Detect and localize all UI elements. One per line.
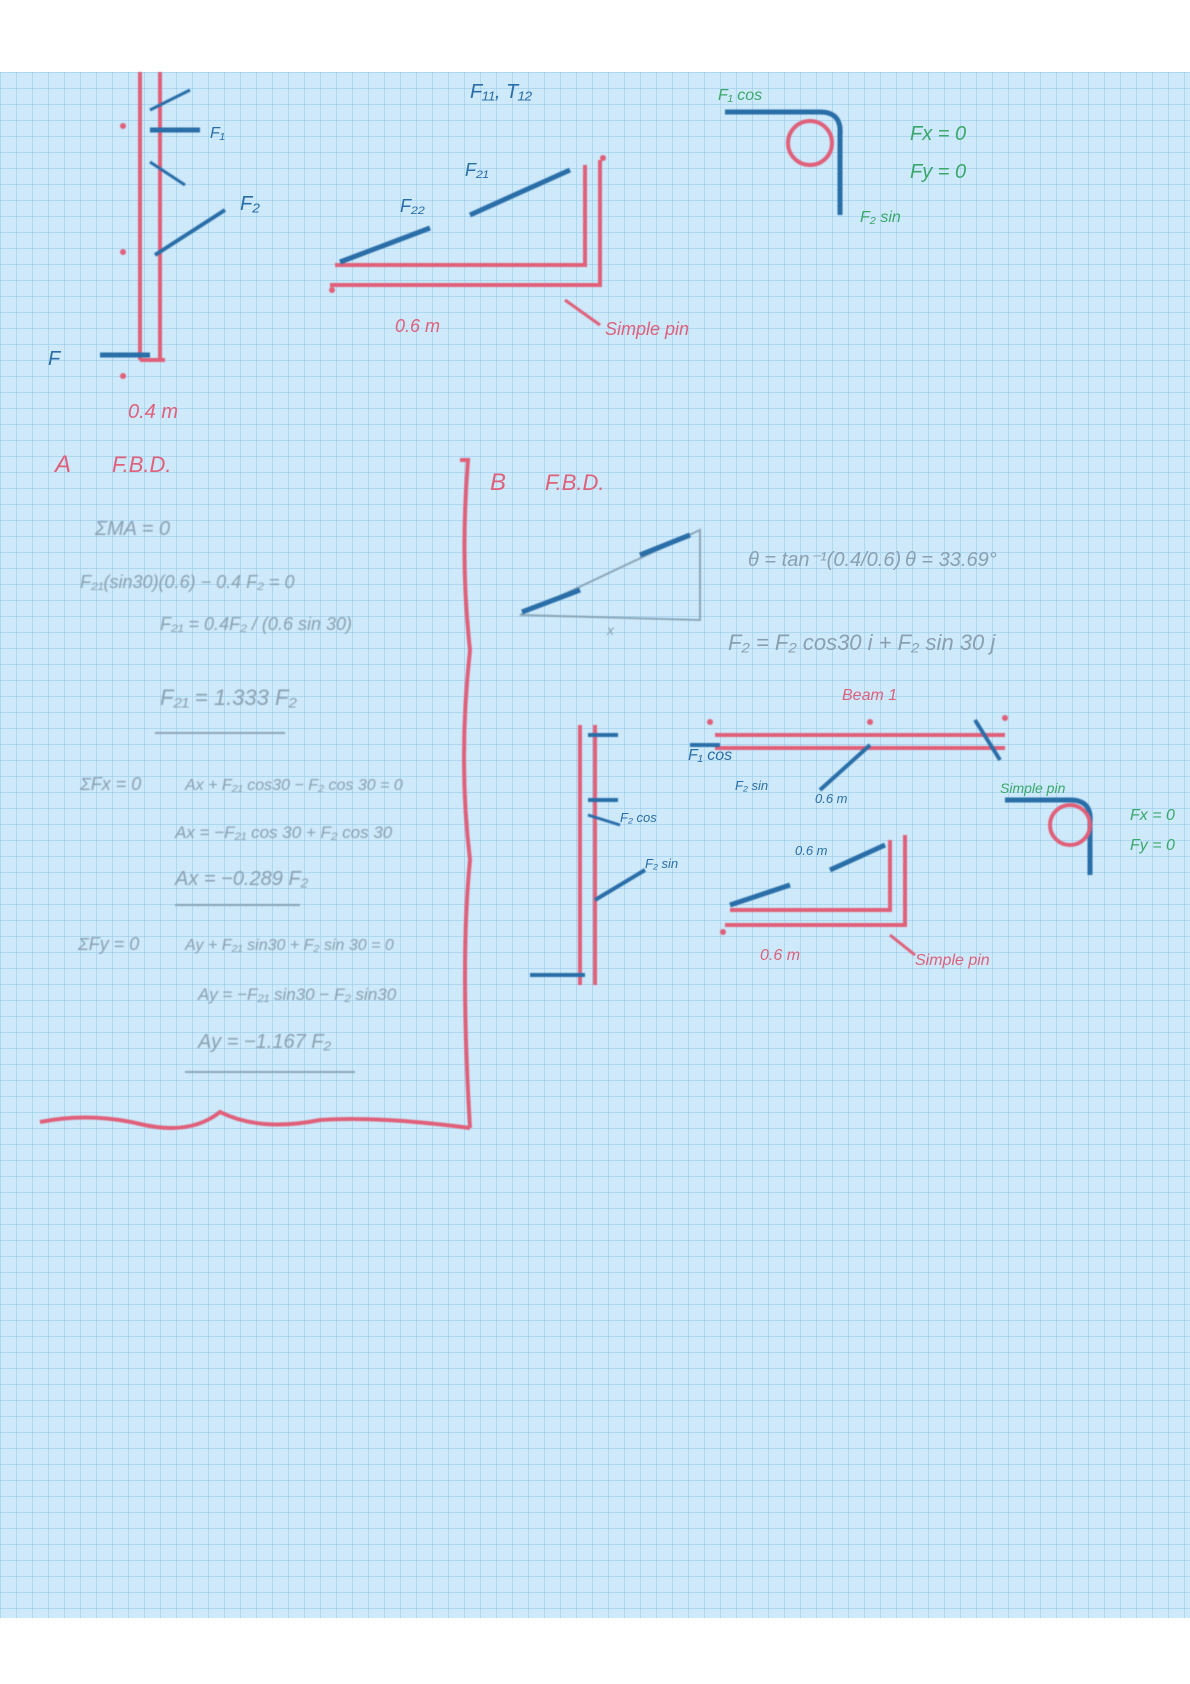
section-divider [39,458,473,1130]
eq-fx-expand: Ax + F₂₁ cos30 − F₂ cos 30 = 0 [184,777,403,794]
label-f1x: F₁ [210,125,225,142]
eq-ay-expand: Ay = −F₂₁ sin30 − F₂ sin30 [197,985,397,1004]
force-vector-equation: F₂ = F₂ cos30 i + F₂ sin 30 j [728,630,996,655]
assembly-force-label-b: F₂ sin [735,778,768,793]
equations-section-a: ΣMA = 0 F₂₁(sin30)(0.6) − 0.4 F₂ = 0 F₂₁… [77,518,403,1073]
angle-equation: θ = tan⁻¹(0.4/0.6) [748,549,901,571]
support-bottom-force-label: F₂ sin [860,209,901,226]
top-center-label: F₁₁, T₁₂ [470,81,532,103]
small-triangle: x [519,528,701,638]
label-f-bottom: F [48,348,62,370]
assembly-fx: Fx = 0 [1130,807,1175,824]
eq-fy-expand: Ay + F₂₁ sin30 + F₂ sin 30 = 0 [184,937,394,954]
label-top-left-dim: 0.4 m [128,401,178,423]
eq-f21-fraction: F₂₁ = 0.4F₂ / (0.6 sin 30) [160,614,352,634]
pin-support-top-right [725,109,843,215]
eq-sum-moments: ΣMA = 0 [94,518,170,540]
triangle-label-mid: F₂₂ [400,196,425,216]
assembly-small-label-b: F₂ sin [645,856,678,871]
assembly-mid-label-2: 0.6 m [795,843,828,858]
reaction-fx: Fx = 0 [910,123,966,145]
triangle-label-top: F₂₁ [465,160,489,180]
assembly-force-label-a: F₁ cos [688,747,732,764]
eq-f21-result: F₂₁ = 1.333 F₂ [160,685,297,710]
section-b-head: B [490,469,506,496]
beam-label: Beam 1 [842,687,897,704]
label-f2-top: F₂ [240,193,260,215]
support-top-force-label: F₁ cos [718,87,762,104]
vertical-member-top-left [100,72,227,379]
reaction-fy: Fy = 0 [910,161,966,183]
assembly-diagram [530,715,1093,985]
eq-sum-fx: ΣFx = 0 [79,774,141,794]
section-a-head: A [53,451,71,478]
assembly-small-label-a: F₂ cos [620,810,657,825]
triangle-member-top [329,155,606,327]
assembly-mid-label: 0.6 m [815,791,848,806]
small-triangle-base: x [606,622,615,638]
assembly-fy: Fy = 0 [1130,837,1175,854]
section-a-title: F.B.D. [112,452,172,477]
eq-ay-result: Ay = −1.167 F₂ [197,1031,331,1053]
angle-value: θ = 33.69° [905,549,997,571]
assembly-support-label: Simple pin [1000,780,1066,796]
eq-moment-expand: F₂₁(sin30)(0.6) − 0.4 F₂ = 0 [80,572,295,592]
base-label: 0.6 m [395,316,440,336]
eq-ax-result: Ax = −0.289 F₂ [174,868,309,890]
assembly-base-label: 0.6 m [760,947,800,964]
assembly-support-bottom: Simple pin [915,952,990,969]
eq-ax-expand: Ax = −F₂₁ cos 30 + F₂ cos 30 [174,823,393,842]
support-label-top: Simple pin [605,319,689,339]
section-b-title: F.B.D. [545,470,605,495]
eq-sum-fy: ΣFy = 0 [77,934,139,954]
